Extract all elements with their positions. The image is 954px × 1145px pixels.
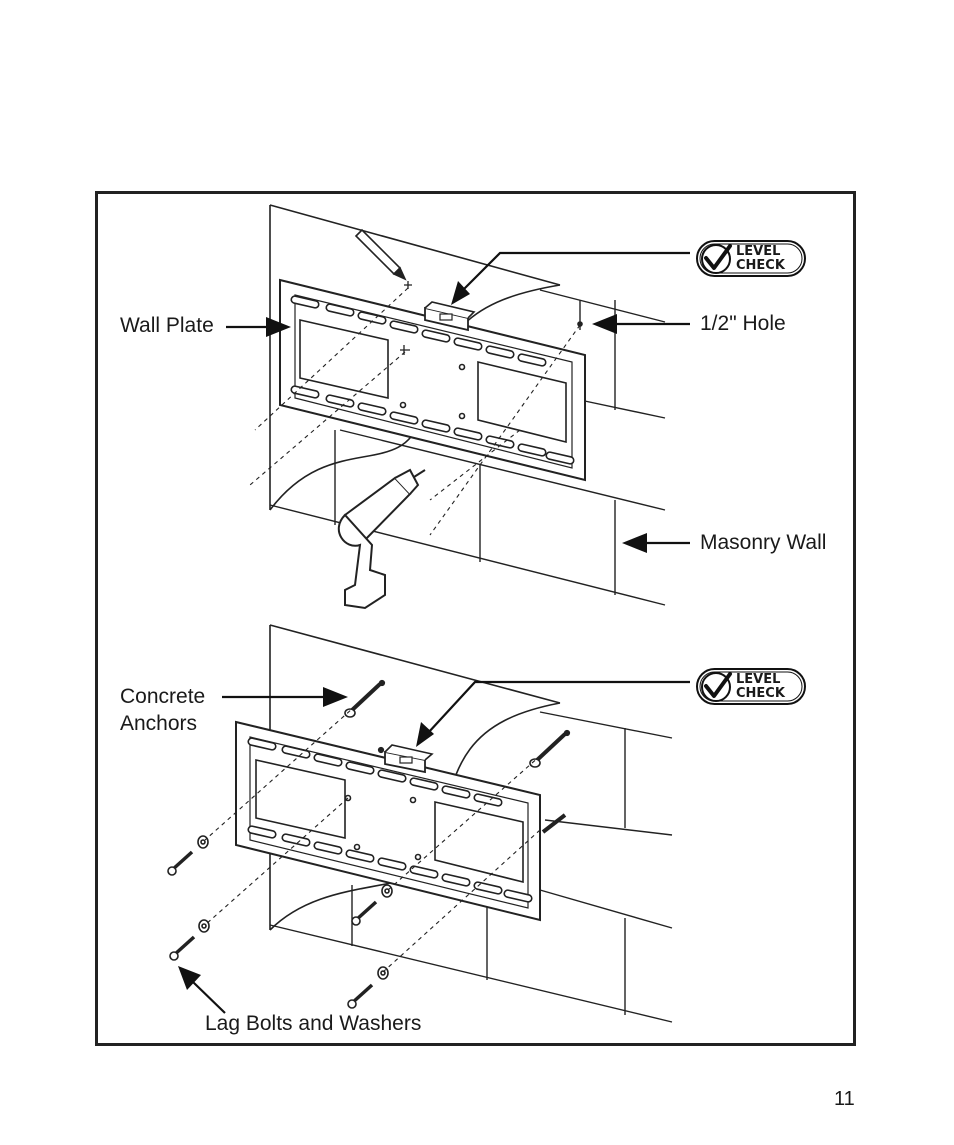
pencil <box>354 228 407 281</box>
diagram-frame <box>95 191 856 1046</box>
level-check-line1: LEVEL <box>736 672 781 687</box>
bottom-scene <box>167 624 673 1023</box>
masonry-wall-label: Masonry Wall <box>700 531 827 554</box>
callout-arrows <box>178 251 690 1014</box>
top-scene <box>249 204 666 610</box>
level-check-badge-top <box>696 240 806 277</box>
drill-guide-lines <box>249 287 581 536</box>
lag-bolts-and-washers <box>167 835 393 1009</box>
concrete-anchors-label-line2: Anchors <box>120 712 198 735</box>
wall-plate <box>279 278 586 482</box>
level-tool-bottom <box>384 744 434 774</box>
level-check-line1: LEVEL <box>736 244 781 259</box>
level-check-badge-bottom <box>696 668 806 705</box>
concrete-anchors <box>344 679 571 834</box>
level-check-line2: CHECK <box>736 258 785 273</box>
wall-plate-label: Wall Plate <box>120 314 214 337</box>
drill <box>337 468 426 610</box>
level-check-line2: CHECK <box>736 686 785 701</box>
lag-bolts-label: Lag Bolts and Washers <box>205 1012 422 1035</box>
page-number: 11 <box>834 1088 855 1110</box>
hole-size-label: 1/2" Hole <box>700 312 786 335</box>
wall-plate-installed <box>235 720 541 922</box>
checkmark-icon <box>704 672 732 698</box>
level-tool <box>424 301 476 332</box>
concrete-anchors-label-line1: Concrete <box>120 685 206 708</box>
checkmark-icon <box>704 244 732 270</box>
